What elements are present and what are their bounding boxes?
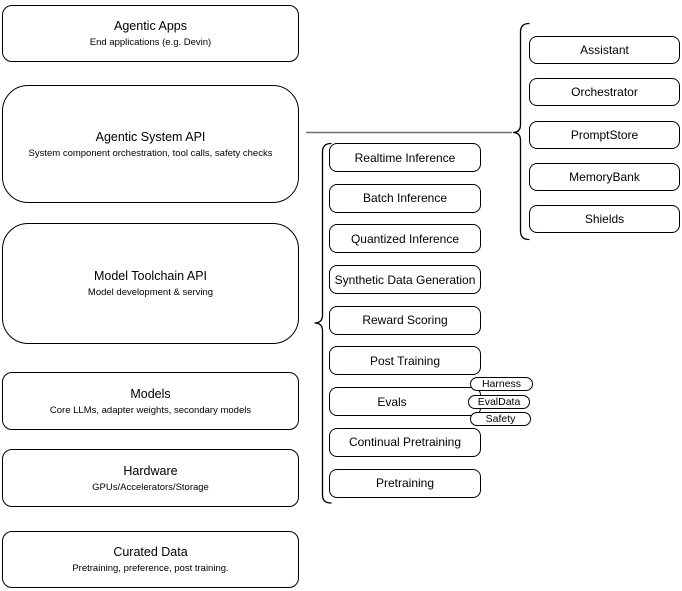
component-orchestrator: Orchestrator	[529, 78, 680, 107]
service-post-training: Post Training	[329, 346, 481, 376]
system-components-column: Assistant Orchestrator PromptStore Memor…	[529, 36, 680, 233]
layer-model-toolchain-api: Model Toolchain API Model development & …	[2, 223, 299, 344]
eval-tag-safety: Safety	[470, 412, 531, 426]
layer-title: Hardware	[123, 463, 178, 478]
layer-subtitle: Pretraining, preference, post training.	[72, 563, 229, 574]
layer-subtitle: Core LLMs, adapter weights, secondary mo…	[49, 404, 252, 416]
eval-tag-evaldata: EvalData	[468, 395, 530, 409]
toolchain-services-column: Realtime Inference Batch Inference Quant…	[329, 143, 481, 498]
system-components-brace	[512, 22, 530, 241]
component-memorybank: MemoryBank	[529, 162, 680, 191]
layer-subtitle: Model development & serving	[87, 287, 214, 298]
service-continual-pretraining: Continual Pretraining	[329, 427, 481, 457]
layer-subtitle: GPUs/Accelerators/Storage	[92, 481, 209, 493]
service-evals: Evals	[329, 387, 481, 417]
layer-curated-data: Curated Data Pretraining, preference, po…	[2, 531, 299, 588]
component-promptstore: PromptStore	[529, 120, 680, 149]
component-assistant: Assistant	[529, 36, 680, 64]
service-pretraining: Pretraining	[329, 468, 481, 498]
layer-title: Model Toolchain API	[93, 269, 208, 283]
layer-agentic-system-api: Agentic System API System component orch…	[2, 85, 299, 203]
layer-title: Models	[130, 386, 171, 401]
service-realtime-inference: Realtime Inference	[329, 143, 481, 172]
layer-title: Curated Data	[113, 545, 188, 559]
layer-title: Agentic Apps	[114, 19, 187, 33]
layer-hardware: Hardware GPUs/Accelerators/Storage	[2, 449, 299, 507]
component-shields: Shields	[529, 205, 680, 233]
layer-agentic-apps: Agentic Apps End applications (e.g. Devi…	[2, 5, 299, 62]
layer-subtitle: End applications (e.g. Devin)	[89, 37, 212, 48]
layer-title: Agentic System API	[95, 129, 206, 144]
layer-models: Models Core LLMs, adapter weights, secon…	[2, 372, 299, 430]
service-reward-scoring: Reward Scoring	[329, 305, 481, 335]
service-batch-inference: Batch Inference	[329, 183, 481, 213]
service-quantized-inference: Quantized Inference	[329, 224, 481, 254]
service-synthetic-data-generation: Synthetic Data Generation	[329, 265, 481, 295]
layer-subtitle: System component orchestration, tool cal…	[28, 147, 273, 159]
eval-tag-harness: Harness	[470, 377, 533, 391]
